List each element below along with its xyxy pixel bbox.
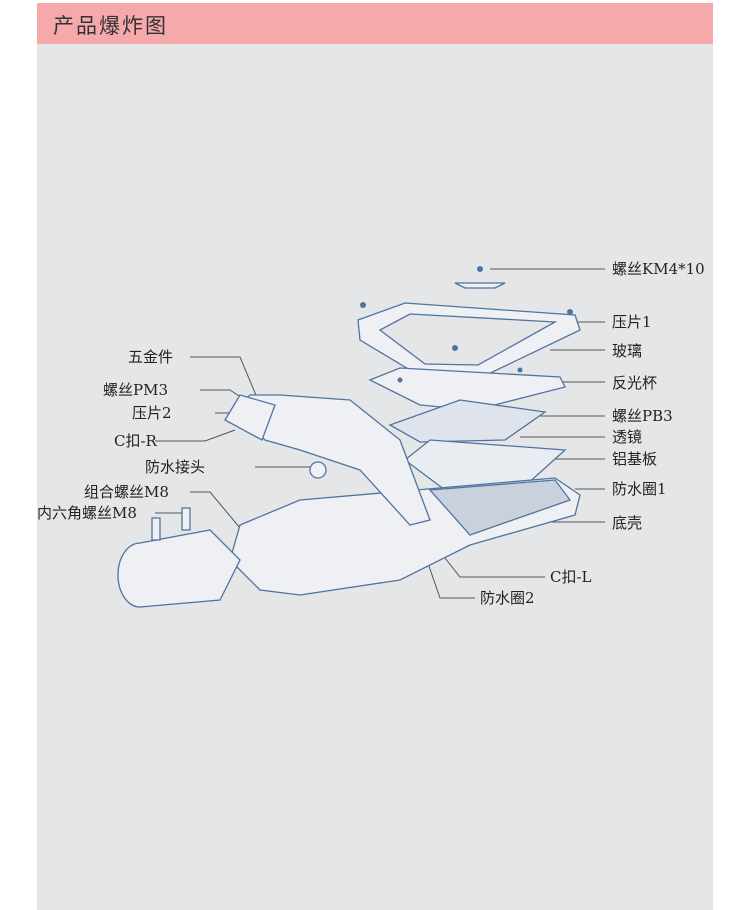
label-waterproof-connector: 防水接头: [145, 458, 206, 476]
page-title: 产品爆炸图: [53, 14, 168, 38]
label-bottom-shell: 底壳: [612, 514, 643, 532]
reflector: [368, 367, 566, 411]
screws: [360, 266, 573, 383]
label-lens: 透镜: [612, 428, 643, 446]
label-glass: 玻璃: [612, 342, 643, 360]
label-c-clip-r: C扣-R: [114, 432, 157, 450]
hardware-cover: [234, 394, 431, 526]
label-screw-km4: 螺丝KM4*10: [612, 260, 705, 278]
waterproof-connector: [309, 461, 327, 479]
label-screw-pb3: 螺丝PB3: [612, 407, 673, 425]
hex-screw: [151, 517, 161, 541]
label-hex-screw-m8: 内六角螺丝M8: [37, 504, 137, 522]
label-hardware: 五金件: [128, 348, 174, 366]
label-pressure-plate-2: 压片2: [132, 404, 172, 422]
glass-frame: [357, 302, 581, 379]
page-header: 产品爆炸图: [37, 3, 713, 44]
label-reflector: 反光杯: [612, 374, 658, 392]
label-c-clip-l: C扣-L: [550, 568, 592, 586]
lamp-drawing: [117, 282, 581, 608]
combo-screw: [181, 507, 191, 531]
pressure-plate: [454, 282, 506, 289]
label-aluminium-board: 铝基板: [612, 450, 658, 468]
label-screw-pm3: 螺丝PM3: [103, 381, 168, 399]
label-waterproof-ring-2: 防水圈2: [480, 589, 535, 607]
label-waterproof-ring-1: 防水圈1: [612, 480, 667, 498]
c-clip-r: [224, 394, 276, 441]
label-pressure-plate-1: 压片1: [612, 313, 652, 331]
label-combo-screw-m8: 组合螺丝M8: [84, 483, 169, 501]
lens: [388, 399, 547, 443]
